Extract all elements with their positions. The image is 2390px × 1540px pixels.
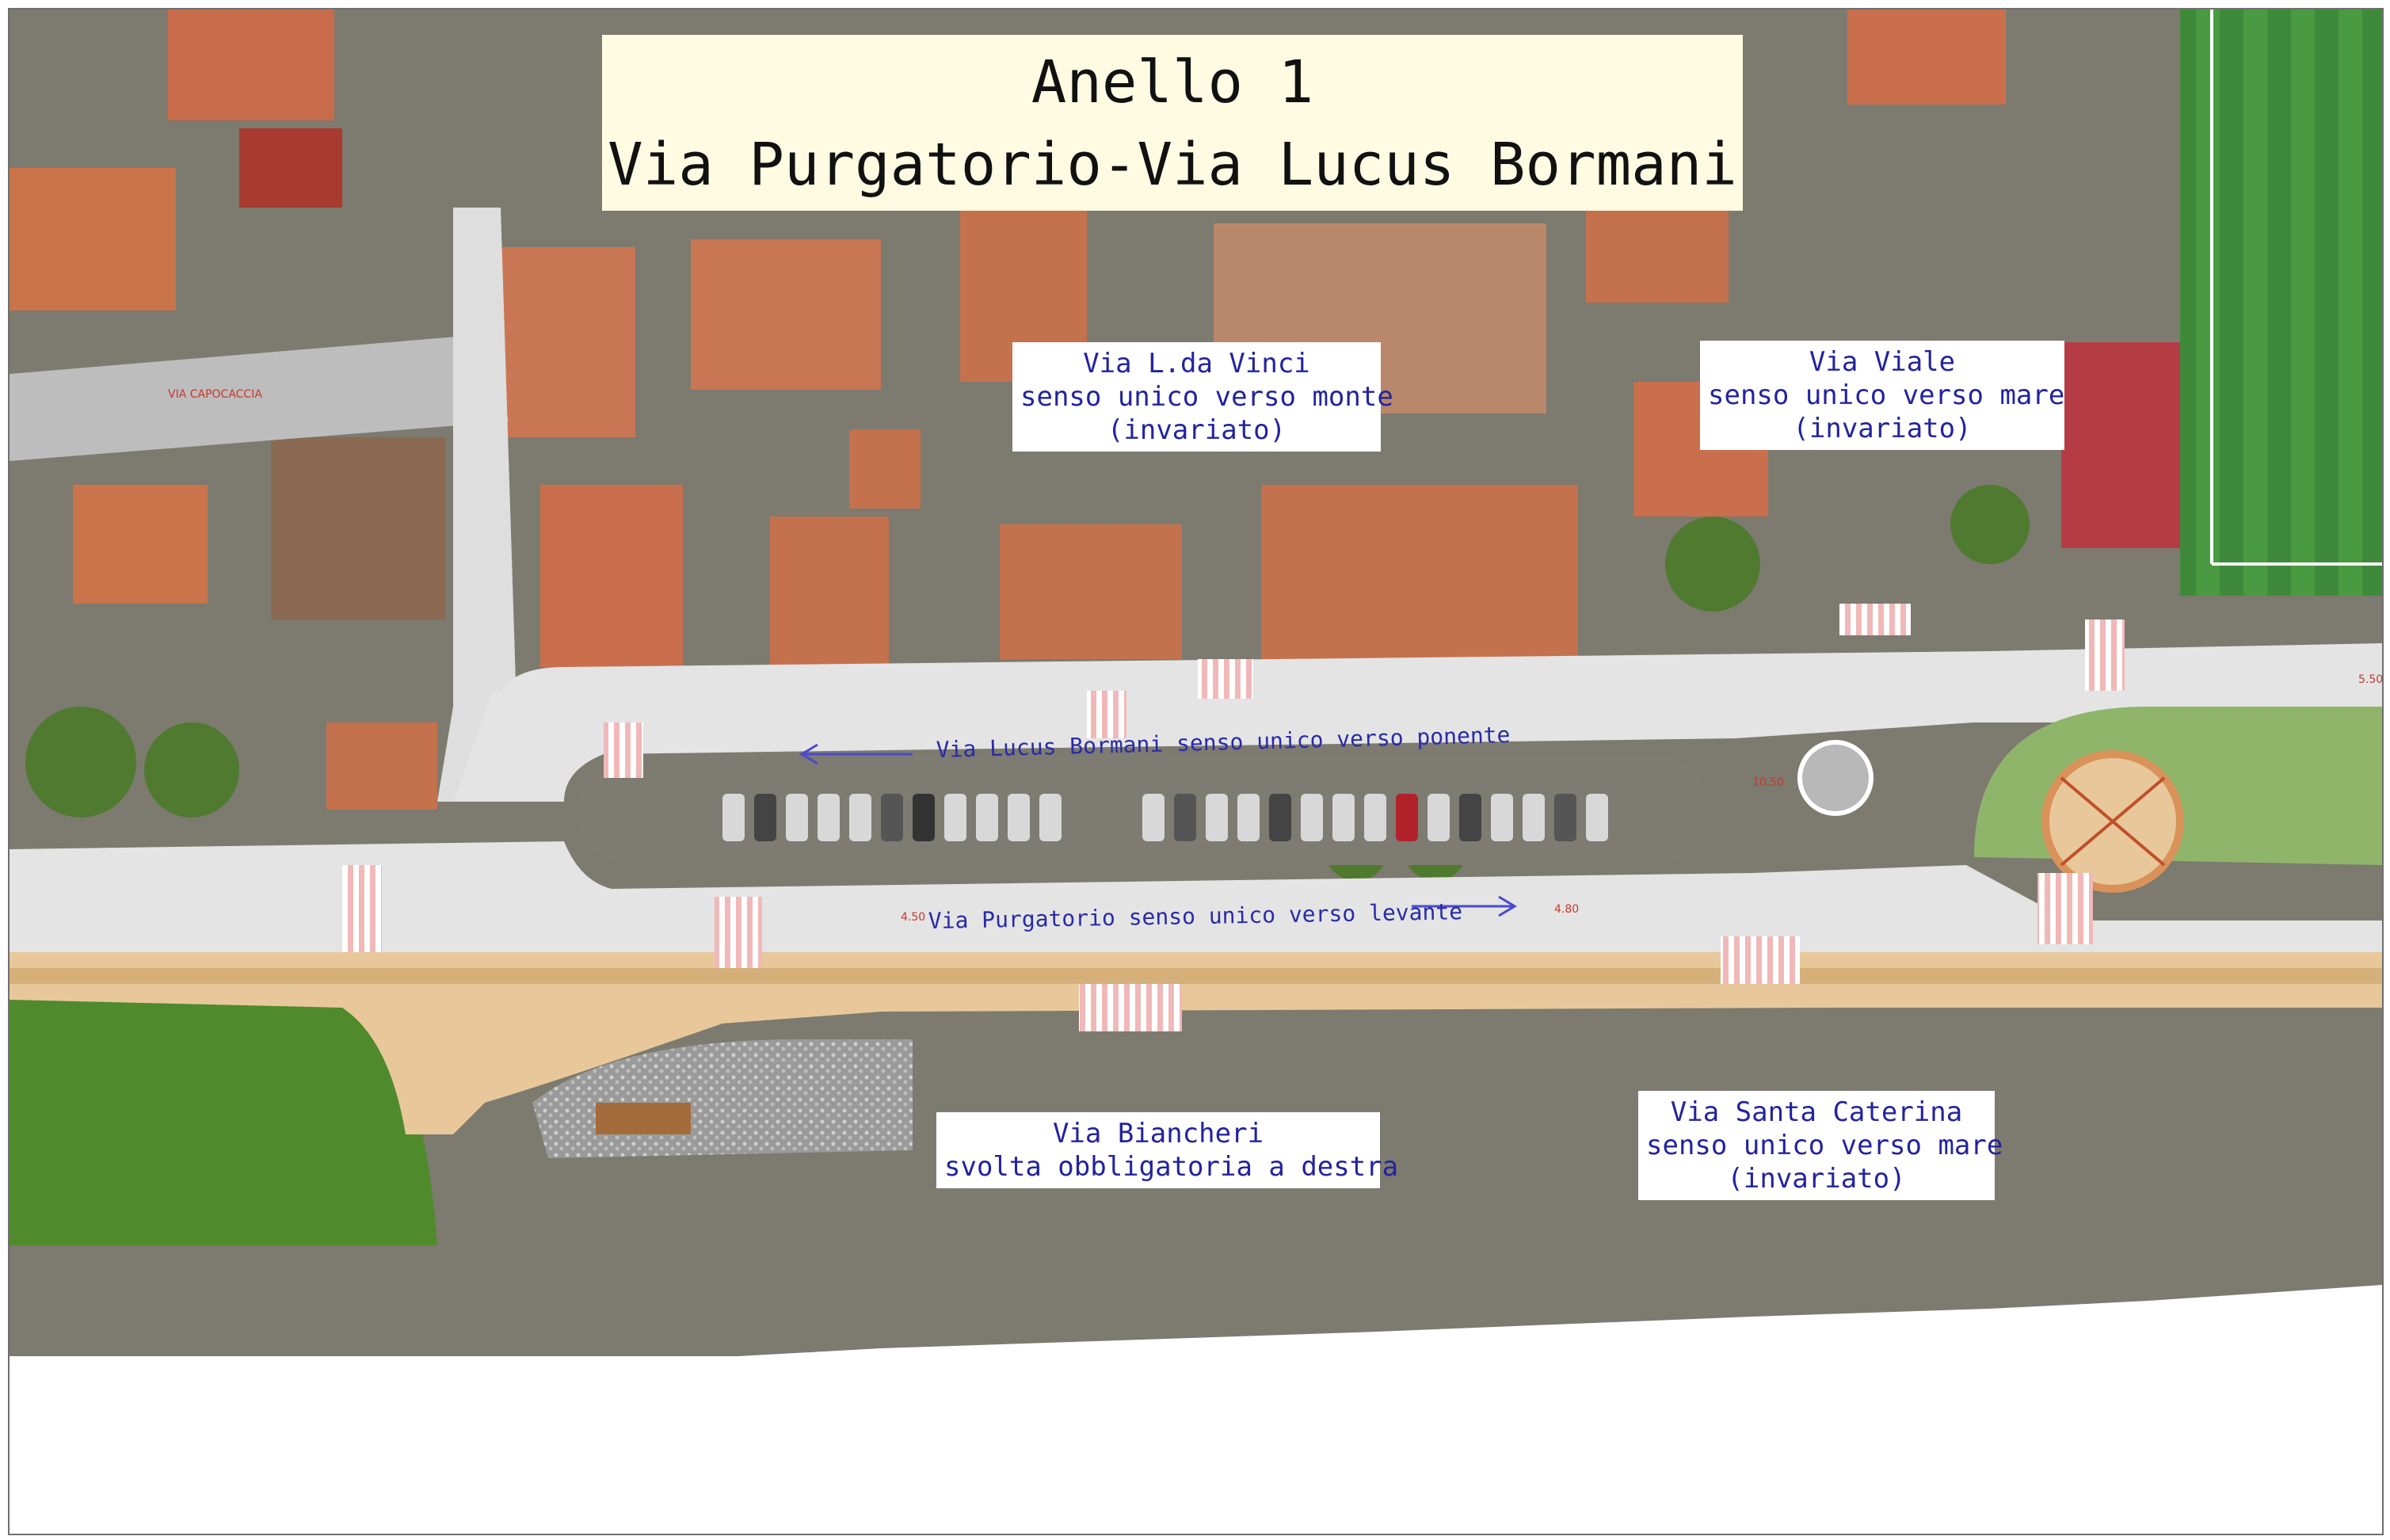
label-viale-line-3: (invariato) [1793,413,1972,444]
svg-text:4.80: 4.80 [1554,903,1579,916]
title-line-2: Via Purgatorio-Via Lucus Bormani [608,131,1737,199]
football-field [2180,10,2382,596]
svg-text:4.50: 4.50 [901,911,925,924]
unmapped-area [10,1285,2382,1534]
direction-arrow-east [1412,895,1517,917]
label-lda-vinci-line-2: senso unico verso monte [1020,381,1393,413]
direction-arrow-west [799,743,913,765]
green-area-southwest [10,992,437,1245]
label-via-lda-vinci: Via L.da Vinci senso unico verso monte (… [1012,342,1393,452]
svg-text:5.50: 5.50 [2358,673,2382,686]
via-purgatorio-road [10,841,2382,952]
label-lda-vinci-line-1: Via L.da Vinci [1083,348,1310,379]
svg-text:VIA CAPOCACCIA: VIA CAPOCACCIA [168,388,262,401]
label-via-biancheri: Via Biancheri svolta obbligatoria a dest… [936,1112,1399,1188]
label-viale-line-1: Via Viale [1809,346,1956,378]
buildings-top [10,10,2188,810]
sidewalk-inner [10,968,2382,984]
parked-cars [722,794,1608,841]
label-biancheri-line-2: svolta obbligatoria a destra [944,1151,1399,1183]
map-frame: VIA CAPOCACCIA [8,8,2384,1535]
plaza-bench [596,1103,691,1134]
label-via-santa-caterina: Via Santa Caterina senso unico verso mar… [1638,1091,2003,1200]
crosswalks [342,604,2125,1031]
cross-road-west [437,208,564,802]
aerial-map: VIA CAPOCACCIA [10,10,2382,1534]
via-lucus-bormani-road [453,643,2382,802]
label-biancheri-line-1: Via Biancheri [1052,1118,1264,1149]
svg-text:10.50: 10.50 [1752,776,1784,789]
label-viale-line-2: senso unico verso mare [1708,379,2065,411]
label-santa-caterina-line-1: Via Santa Caterina [1670,1096,1963,1128]
label-santa-caterina-line-3: (invariato) [1727,1163,1906,1195]
via-capocaccia-road [10,334,509,461]
mini-roundabout [1797,740,1874,816]
label-via-viale: Via Viale senso unico verso mare (invari… [1700,341,2064,450]
title-line-1: Anello 1 [1031,48,1314,116]
map-title: Anello 1 Via Purgatorio-Via Lucus Borman… [602,35,1743,211]
label-santa-caterina-line-2: senso unico verso mare [1646,1130,2003,1161]
label-lda-vinci-line-3: (invariato) [1107,414,1286,446]
cycle-lane [10,952,2382,1134]
